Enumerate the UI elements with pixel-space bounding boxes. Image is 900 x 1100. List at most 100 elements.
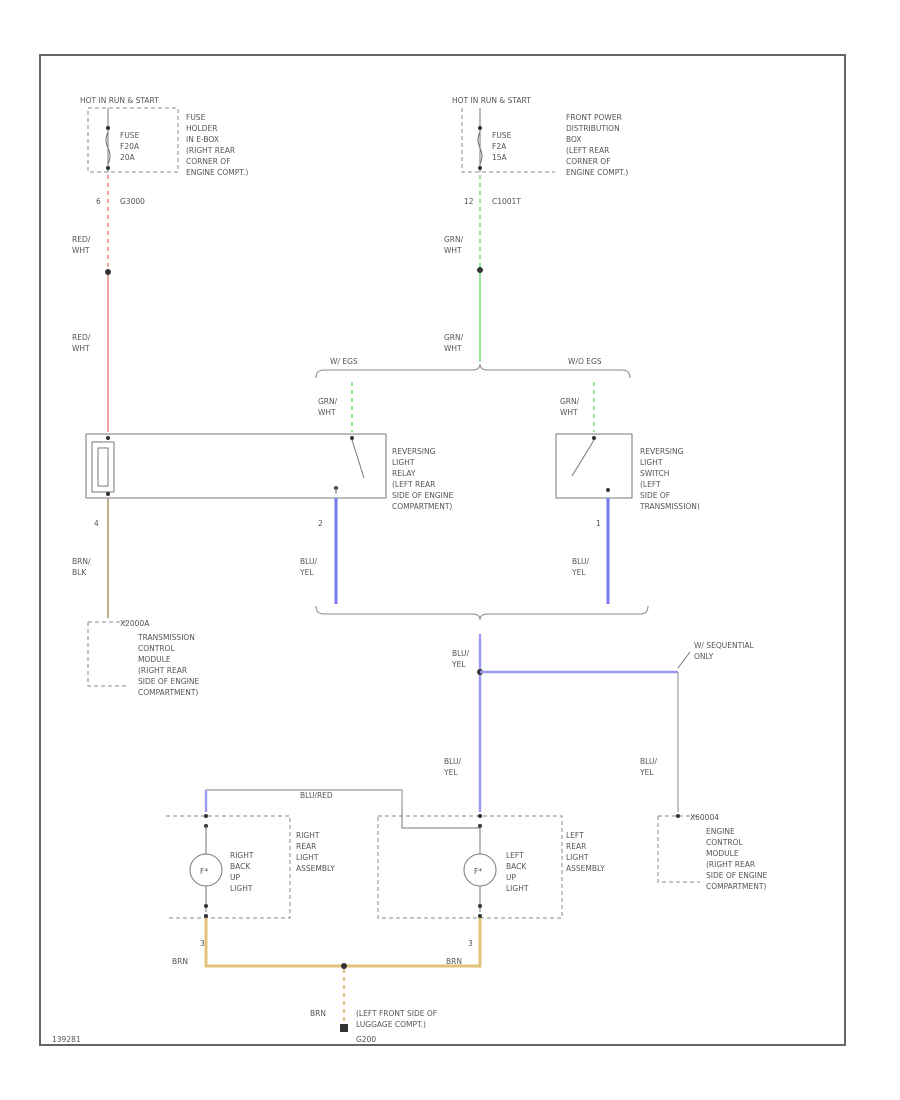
- ecm-note-1: W/ SEQUENTIAL: [694, 641, 754, 650]
- left-assy-3: LIGHT: [566, 853, 589, 862]
- right-lamp-2: BACK: [230, 862, 251, 871]
- left-light-pin: 3: [468, 939, 473, 948]
- wire-label-blu-yel-1a: BLU/: [300, 557, 317, 566]
- right-lamp-1: RIGHT: [230, 851, 254, 860]
- fuse-left-header: HOT IN RUN & START: [80, 96, 159, 105]
- wire-label-grn-wht-2a: GRN/: [444, 333, 464, 342]
- reversing-light-relay: REVERSING LIGHT RELAY (LEFT REAR SIDE OF…: [85, 433, 453, 528]
- switch-label-6: TRANSMISSION): [639, 502, 700, 511]
- ecm-label-5: SIDE OF ENGINE: [706, 871, 767, 880]
- fuse-right-line-2: F2A: [492, 142, 507, 151]
- variant-right-label: W/O EGS: [568, 357, 602, 366]
- fuse-left-pin: 6: [96, 197, 101, 206]
- reversing-light-switch: REVERSING LIGHT SWITCH (LEFT SIDE OF TRA…: [555, 433, 700, 528]
- fuse-left-loc-3: IN E-BOX: [186, 135, 219, 144]
- variant-brace-upper: [315, 363, 631, 379]
- wire-label-red-wht-1a: RED/: [72, 235, 91, 244]
- wire-label-blu-yel-2a: BLU/: [572, 557, 589, 566]
- wire-label-red-wht-2b: WHT: [72, 344, 90, 353]
- fuse-left-connector: G3000: [120, 197, 145, 206]
- tcm-label-2: CONTROL: [138, 644, 175, 653]
- ground-label-1: (LEFT FRONT SIDE OF: [356, 1009, 437, 1018]
- switch-label-4: (LEFT: [640, 480, 661, 489]
- fuse-right-header: HOT IN RUN & START: [452, 96, 531, 105]
- ecm-note-2: ONLY: [694, 652, 714, 661]
- relay-label-3: RELAY: [392, 469, 416, 478]
- fuse-right-loc-5: CORNER OF: [566, 157, 611, 166]
- relay-label-2: LIGHT: [392, 458, 415, 467]
- wire-label-grn-wht-4a: GRN/: [560, 397, 580, 406]
- right-lamp-4: LIGHT: [230, 884, 253, 893]
- fuse-right-loc-1: FRONT POWER: [566, 113, 622, 122]
- wire-label-brn-blk-a: BRN/: [72, 557, 91, 566]
- left-lamp-2: BACK: [506, 862, 527, 871]
- wire-label-grn-wht-1b: WHT: [444, 246, 462, 255]
- variant-left-label: W/ EGS: [330, 357, 358, 366]
- fuse-left-loc-2: HOLDER: [186, 124, 217, 133]
- switch-label-1: REVERSING: [640, 447, 684, 456]
- left-assy-2: REAR: [566, 842, 586, 851]
- wire-brn-ground-bus: [204, 918, 482, 968]
- right-rear-light-assembly: F* RIGHT BACK UP LIGHT RIGHT REAR LIGHT …: [166, 814, 335, 948]
- wire-label-brn-2: BRN: [446, 957, 462, 966]
- fuse-block-left: HOT IN RUN & START FUSE F20A 20A FUSE HO…: [80, 96, 248, 206]
- wire-label-grn-wht-4b: WHT: [560, 408, 578, 417]
- fuse-left-loc-5: CORNER OF: [186, 157, 231, 166]
- wire-label-blu-red: BLU/RED: [300, 791, 333, 800]
- ecm-label-3: MODULE: [706, 849, 739, 858]
- ecm-connector: X60004: [690, 813, 719, 822]
- fuse-left-loc-4: (RIGHT REAR: [186, 146, 235, 155]
- ecm-label-6: COMPARTMENT): [706, 882, 766, 891]
- wire-label-blu-yel-3a: BLU/: [452, 649, 469, 658]
- fuse-left-loc-6: ENGINE COMPT.): [186, 168, 248, 177]
- fuse-right-loc-3: BOX: [566, 135, 582, 144]
- right-assy-3: LIGHT: [296, 853, 319, 862]
- fuse-right-line-1: FUSE: [492, 131, 512, 140]
- ecm-label-1: ENGINE: [706, 827, 735, 836]
- relay-label-5: SIDE OF ENGINE: [392, 491, 453, 500]
- wire-label-blu-yel-3b: YEL: [451, 660, 466, 669]
- wire-label-brn-blk-b: BLK: [72, 568, 87, 577]
- wire-blu-red-left-jumper: [401, 806, 480, 829]
- fuse-right-line-3: 15A: [492, 153, 508, 162]
- ground-id: G200: [356, 1035, 376, 1044]
- fuse-right-pin: 12: [464, 197, 474, 206]
- ground-label-2: LUGGAGE COMPT.): [356, 1020, 426, 1029]
- engine-control-module: X60004 ENGINE CONTROL MODULE (RIGHT REAR…: [657, 813, 767, 891]
- fuse-left-line-3: 20A: [120, 153, 136, 162]
- ground-icon: [340, 1024, 348, 1032]
- wire-label-blu-yel-5b: YEL: [639, 768, 654, 777]
- wire-label-blu-yel-1b: YEL: [299, 568, 314, 577]
- left-lamp-3: UP: [506, 873, 516, 882]
- left-assy-4: ASSEMBLY: [566, 864, 605, 873]
- relay-label-4: (LEFT REAR: [392, 480, 435, 489]
- left-lamp-4: LIGHT: [506, 884, 529, 893]
- note-leader: [677, 651, 691, 669]
- wire-label-grn-wht-1a: GRN/: [444, 235, 464, 244]
- tcm-label-4: (RIGHT REAR: [138, 666, 187, 675]
- diagram-frame: [39, 54, 846, 1046]
- left-assy-1: LEFT: [566, 831, 584, 840]
- switch-label-3: SWITCH: [640, 469, 669, 478]
- tcm-label-6: COMPARTMENT): [138, 688, 198, 697]
- wire-label-brn-3: BRN: [310, 1009, 326, 1018]
- right-assy-4: ASSEMBLY: [296, 864, 335, 873]
- figure-id: 139281: [52, 1035, 81, 1044]
- ecm-label-2: CONTROL: [706, 838, 743, 847]
- wire-label-grn-wht-2b: WHT: [444, 344, 462, 353]
- relay-pin-right: 2: [318, 519, 323, 528]
- left-lamp-1: LEFT: [506, 851, 524, 860]
- switch-pin: 1: [596, 519, 601, 528]
- wire-label-blu-yel-2b: YEL: [571, 568, 586, 577]
- fuse-right-loc-2: DISTRIBUTION: [566, 124, 620, 133]
- relay-label-1: REVERSING: [392, 447, 436, 456]
- left-rear-light-assembly: F* LEFT BACK UP LIGHT LEFT REAR LIGHT AS…: [377, 814, 605, 948]
- wire-label-grn-wht-3b: WHT: [318, 408, 336, 417]
- wire-label-blu-yel-5a: BLU/: [640, 757, 657, 766]
- wire-label-blu-yel-4b: YEL: [443, 768, 458, 777]
- wire-label-red-wht-2a: RED/: [72, 333, 91, 342]
- right-lamp-3: UP: [230, 873, 240, 882]
- variant-brace-lower: [315, 605, 649, 621]
- relay-label-6: COMPARTMENT): [392, 502, 452, 511]
